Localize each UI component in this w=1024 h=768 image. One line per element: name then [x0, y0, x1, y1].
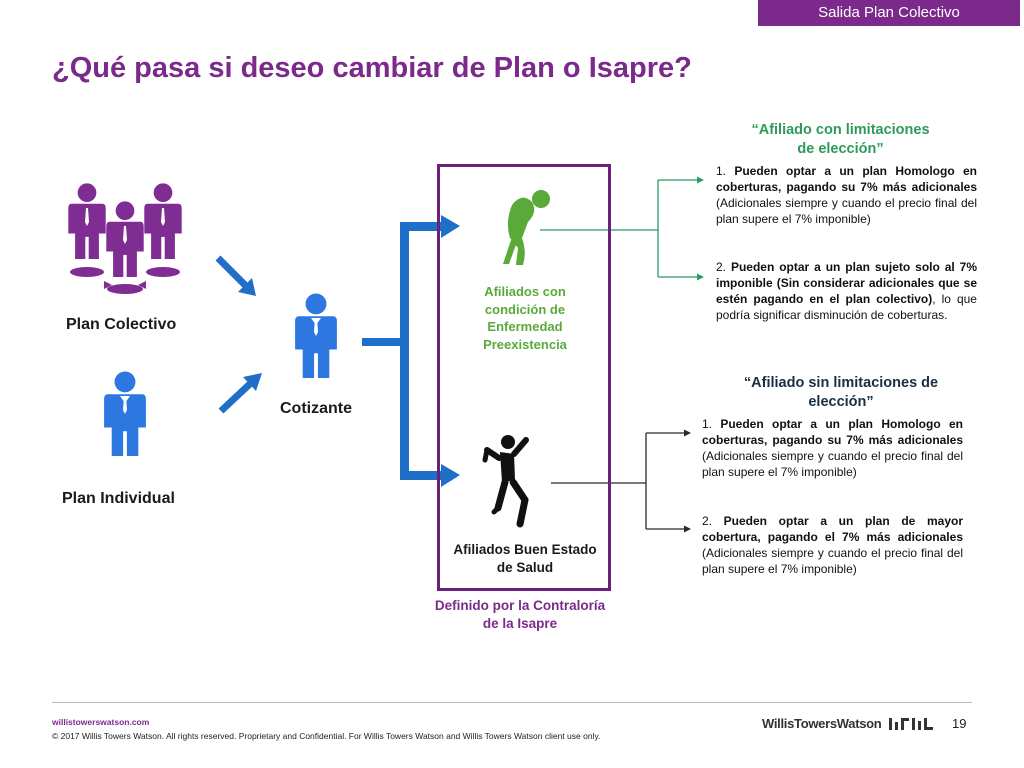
arrow-up-right-icon	[218, 373, 262, 414]
individual-person-icon	[104, 371, 146, 456]
sick-person-icon	[503, 190, 550, 265]
contraloria-box	[437, 164, 611, 591]
page-title: ¿Qué pasa si deseo cambiar de Plan o Isa…	[52, 52, 692, 84]
section-tab: Salida Plan Colectivo	[758, 0, 1020, 26]
split-bracket-arrow	[362, 215, 460, 487]
plan-colectivo-label: Plan Colectivo	[66, 316, 177, 333]
preexistencia-label: Afiliados con condición de Enfermedad Pr…	[483, 284, 567, 352]
footer-website-link[interactable]: willistowerswatson.com	[52, 717, 150, 727]
limitaciones-item-1: 1. Pueden optar a un plan Homologo en co…	[716, 164, 978, 226]
definido-contraloria-label: Definido por la Contraloría de la Isapre	[434, 598, 606, 631]
cotizante-person-icon	[295, 293, 337, 378]
group-of-people-icon	[68, 183, 182, 294]
limitaciones-heading: “Afiliado con limitaciones de elección”	[751, 122, 930, 157]
footer-copyright: © 2017 Willis Towers Watson. All rights …	[52, 731, 601, 741]
sin-limitaciones-heading: “Afiliado sin limitaciones de elección”	[743, 375, 939, 410]
top-connector	[540, 179, 699, 278]
limitaciones-item-2: 2. Pueden optar a un plan sujeto solo al…	[716, 260, 978, 322]
sin-limitaciones-item-1: 1. Pueden optar a un plan Homologo en co…	[702, 417, 964, 479]
arrow-down-right-icon	[215, 255, 256, 296]
plan-individual-label: Plan Individual	[62, 490, 175, 507]
cotizante-label: Cotizante	[280, 400, 352, 417]
wtw-logo: WillisTowersWatson	[762, 716, 882, 731]
sin-limitaciones-item-2: 2. Pueden optar a un plan de mayor cober…	[702, 514, 963, 576]
top-connector-arrowheads	[697, 176, 704, 281]
footer-divider	[52, 702, 972, 703]
bottom-connector-arrowheads	[684, 429, 691, 533]
healthy-person-icon	[482, 435, 529, 528]
page-number: 19	[952, 716, 967, 731]
wtw-logo-mark-icon	[889, 718, 933, 730]
buen-estado-label: Afiliados Buen Estado de Salud	[453, 542, 597, 575]
bottom-connector	[551, 432, 686, 530]
